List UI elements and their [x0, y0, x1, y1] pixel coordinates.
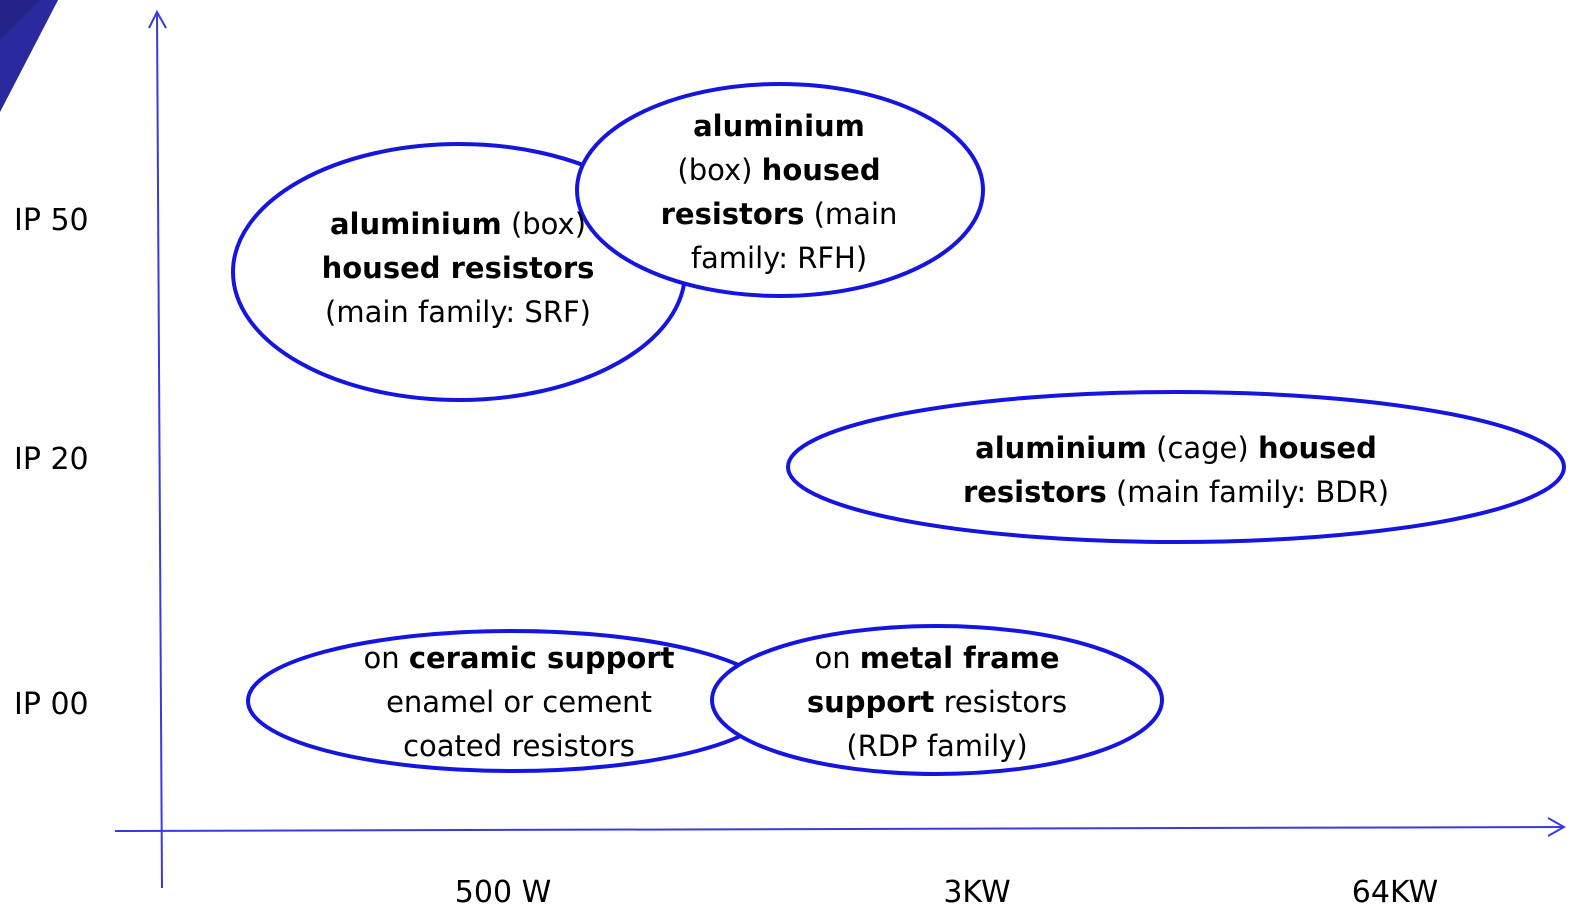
- bubble-line: enamel or cement: [363, 680, 674, 724]
- bubble-text-regular: (main: [804, 197, 898, 231]
- x-axis-line: [114, 826, 1564, 832]
- bubble-text-bold: housed: [1257, 431, 1377, 465]
- bubble-text-regular: (box): [677, 153, 762, 187]
- x-tick-3kw: 3KW: [943, 875, 1011, 910]
- bubble-line: (box) housed: [661, 148, 898, 192]
- bubble-text-regular: (box): [501, 207, 587, 241]
- bubble-text-regular: coated resistors: [403, 729, 635, 763]
- y-tick-ip00: IP 00: [14, 687, 89, 722]
- x-tick-500w: 500 W: [454, 875, 552, 910]
- x-tick-64kw: 64KW: [1351, 875, 1439, 910]
- bubble-line: (RDP family): [807, 724, 1067, 768]
- y-axis-arrowhead: [148, 9, 167, 29]
- ellipse-bdr: [786, 390, 1566, 544]
- bubble-text-srf: aluminium (box) housed resistors (main fam…: [322, 202, 595, 334]
- ellipse-rdp: [710, 624, 1164, 776]
- bubble-line: resistors (main: [661, 192, 898, 236]
- bubble-line: family: RFH): [661, 236, 898, 280]
- bubble-text-bold: aluminium: [975, 431, 1147, 465]
- bubble-text-bold: ceramic support: [408, 641, 675, 675]
- bubble-text-regular: (main family: SRF): [325, 295, 591, 329]
- ellipse-rfh: [575, 82, 985, 298]
- y-tick-ip50: IP 50: [14, 203, 89, 238]
- bubble-line: coated resistors: [363, 724, 674, 768]
- bubble-text-bold: aluminium: [693, 109, 865, 143]
- bubble-text-bold: housed: [761, 153, 881, 187]
- y-tick-ip20: IP 20: [14, 442, 89, 477]
- bubble-text-bold: support: [806, 685, 935, 719]
- bubble-text-bold: aluminium: [329, 207, 502, 241]
- bubble-line: (main family: SRF): [322, 290, 595, 334]
- bubble-text-bold: resistors: [660, 197, 805, 231]
- bubble-line: aluminium (box): [322, 202, 595, 246]
- x-axis-arrowhead: [1547, 817, 1567, 837]
- bubble-text-regular: (cage): [1146, 431, 1258, 465]
- bubble-text-regular: family: RFH): [690, 241, 868, 275]
- bubble-line: on metal frame: [807, 636, 1067, 680]
- bubble-text-ceramic: on ceramic support enamel or cement coated…: [363, 636, 674, 768]
- bubble-line: on ceramic support: [363, 636, 674, 680]
- bubble-line: support resistors: [807, 680, 1067, 724]
- bubble-line: resistors (main family: BDR): [963, 470, 1389, 514]
- bubble-text-regular: on: [814, 641, 860, 675]
- corner-decoration-highlight: [0, 0, 58, 112]
- bubble-text-bold: resistors: [962, 475, 1107, 509]
- y-axis-line: [156, 11, 163, 889]
- bubble-text-bold: metal frame: [859, 641, 1060, 675]
- bubble-text-bold: housed resistors: [321, 251, 595, 285]
- bubble-text-regular: enamel or cement: [386, 685, 652, 719]
- bubble-line: aluminium: [661, 104, 898, 148]
- bubble-text-regular: on: [363, 641, 409, 675]
- bubble-text-regular: (RDP family): [846, 729, 1028, 763]
- bubble-line: housed resistors: [322, 246, 595, 290]
- bubble-text-regular: (main family: BDR): [1106, 475, 1390, 509]
- bubble-text-regular: resistors: [934, 685, 1068, 719]
- bubble-line: aluminium (cage) housed: [963, 426, 1389, 470]
